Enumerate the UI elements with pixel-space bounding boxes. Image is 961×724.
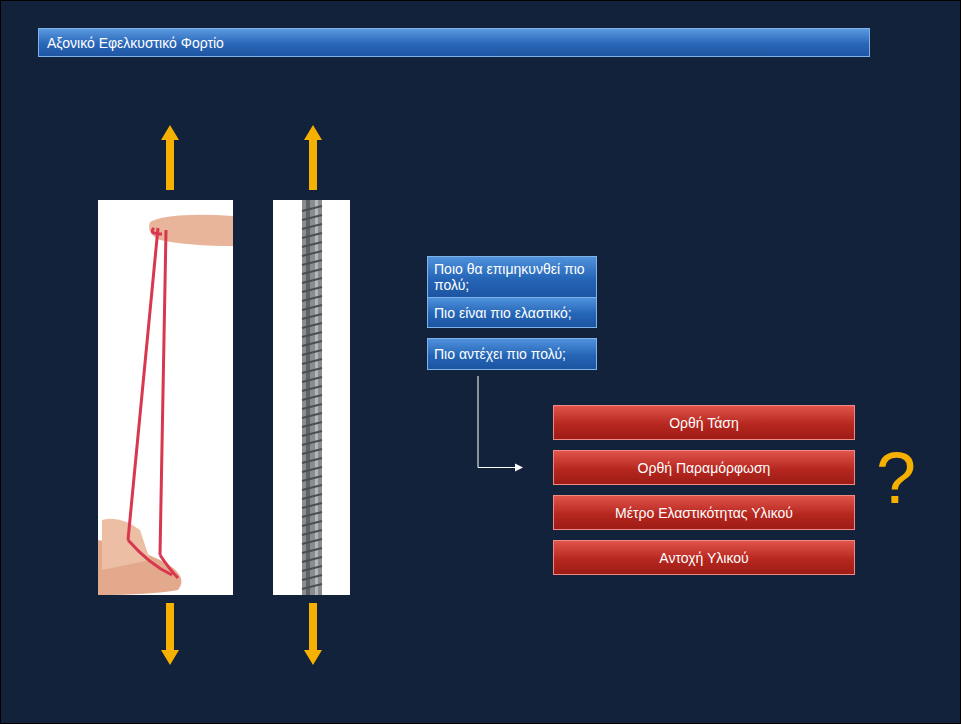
question-box: Ποιο θα επιμηκυνθεί πιο πολύ; [427,256,597,298]
question-box: Πιο αντέχει πιο πολύ; [427,338,597,370]
title-band: Αξονικό Εφελκυστικό Φορτίο [38,28,870,57]
rebar-photo [273,200,350,595]
box-text: Μέτρο Ελαστικότητας Υλικού [615,505,793,521]
box-text: Ποιο θα επιμηκυνθεί πιο πολύ; [434,261,590,293]
concept-box: Ορθή Τάση [553,405,855,440]
box-text: Ορθή Παραμόρφωση [638,460,771,476]
box-text: Πιο είναι πιο ελαστικό; [434,305,572,321]
concept-box: Μέτρο Ελαστικότητας Υλικού [553,495,855,530]
box-text: Ορθή Τάση [669,415,739,431]
concept-box: Αντοχή Υλικού [553,540,855,575]
box-text: Πιο αντέχει πιο πολύ; [434,346,566,362]
question-box: Πιο είναι πιο ελαστικό; [427,297,597,328]
box-text: Αντοχή Υλικού [659,550,748,566]
rubber-band-photo [98,200,233,595]
question-mark: ? [876,442,916,514]
title-text: Αξονικό Εφελκυστικό Φορτίο [47,35,224,51]
connector-arrow [478,376,523,472]
concept-box: Ορθή Παραμόρφωση [553,450,855,485]
